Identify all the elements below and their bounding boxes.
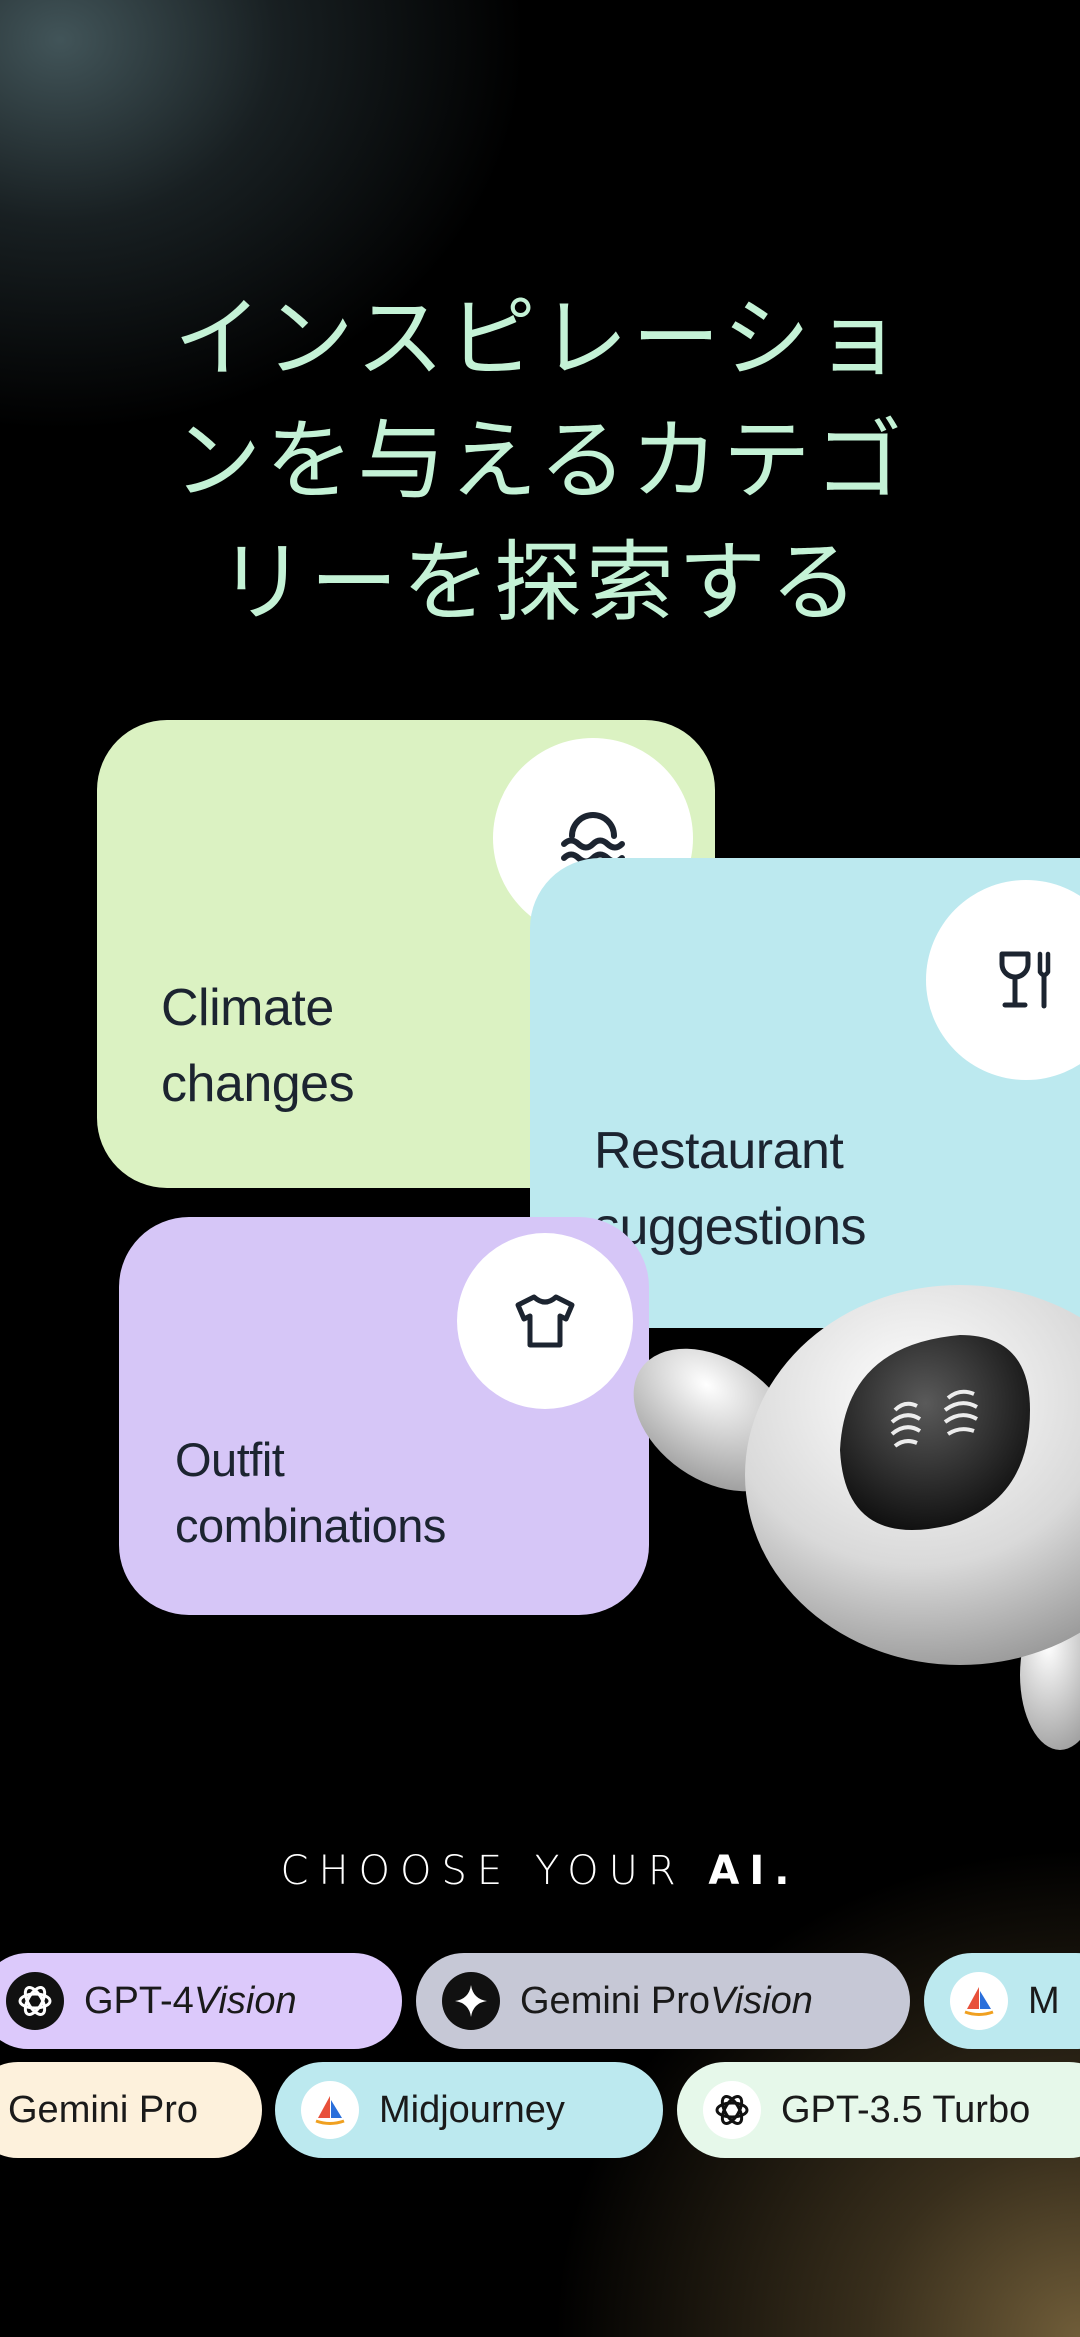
openai-icon — [703, 2081, 761, 2139]
cutlery-glass-icon — [926, 880, 1080, 1080]
model-chip-gemini-pro-vision[interactable]: Gemini Pro Vision — [416, 1953, 910, 2049]
model-chip-gpt35-turbo[interactable]: GPT-3.5 Turbo — [677, 2062, 1080, 2158]
headline-line-3: リーを探索する — [217, 531, 862, 634]
openai-icon — [6, 1972, 64, 2030]
model-chip-midjourney[interactable]: Midjourney — [275, 2062, 663, 2158]
gemini-icon — [442, 1972, 500, 2030]
midjourney-icon — [301, 2081, 359, 2139]
headline-line-1: インスピレーショ — [173, 287, 907, 390]
headline-line-2: ンを与えるカテゴ — [173, 409, 907, 512]
tshirt-icon — [457, 1233, 633, 1409]
choose-ai-heading: CHOOSE YOUR AI. — [280, 1848, 800, 1894]
robot-mascot-illustration — [633, 1285, 1080, 1750]
headline: インスピレーショ ンを与えるカテゴ リーを探索する — [150, 278, 930, 644]
model-chip-gpt4-vision[interactable]: GPT-4 Vision — [0, 1953, 402, 2049]
model-chip-midjourney[interactable]: M — [924, 1953, 1080, 2049]
model-chip-gemini-pro[interactable]: Gemini Pro — [0, 2062, 262, 2158]
midjourney-icon — [950, 1972, 1008, 2030]
